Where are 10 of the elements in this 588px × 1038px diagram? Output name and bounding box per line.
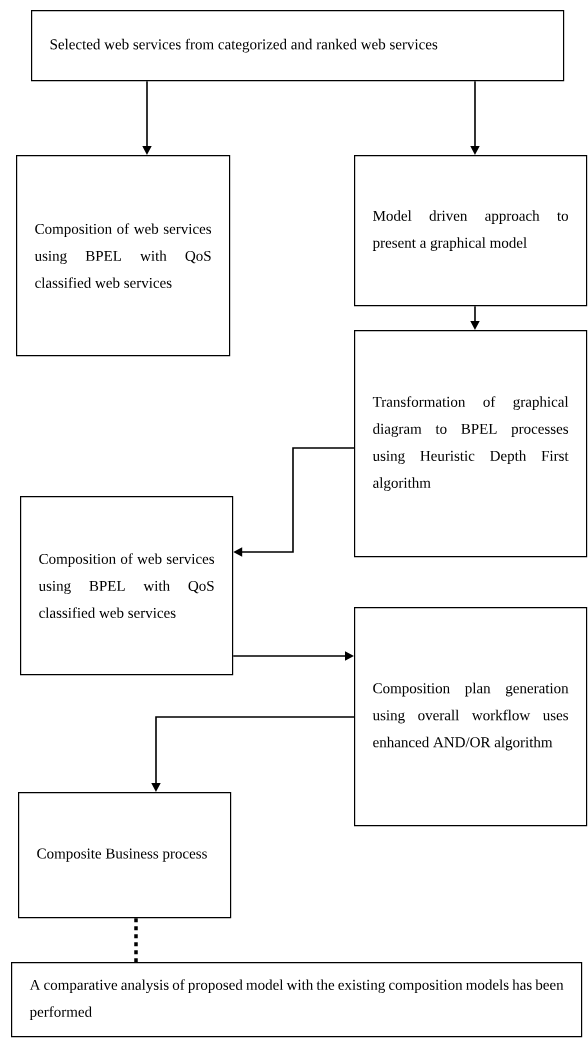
arrow bbox=[470, 305, 480, 330]
process-box: Selected web services from categorized and ranked web services bbox=[31, 10, 565, 82]
process-box: Composition plan generation using overall workflow uses enhanced AND/OR algorithm bbox=[354, 607, 588, 827]
process-box: Transformation of graphical diagram to BPEL processes using Heuristic Depth First algorithm bbox=[354, 330, 588, 558]
process-box: A comparative analysis of proposed model with the existing composition models has been performed bbox=[11, 962, 583, 1038]
process-box: Model driven approach to present a graphical model bbox=[354, 155, 588, 307]
dotted-connector bbox=[134, 918, 138, 962]
process-box: Composition of web services using BPEL with QoS classified web services bbox=[20, 496, 234, 676]
process-box: Composition of web services using BPEL with QoS classified web services bbox=[16, 155, 231, 357]
process-box: Composite Business process bbox=[18, 792, 232, 919]
